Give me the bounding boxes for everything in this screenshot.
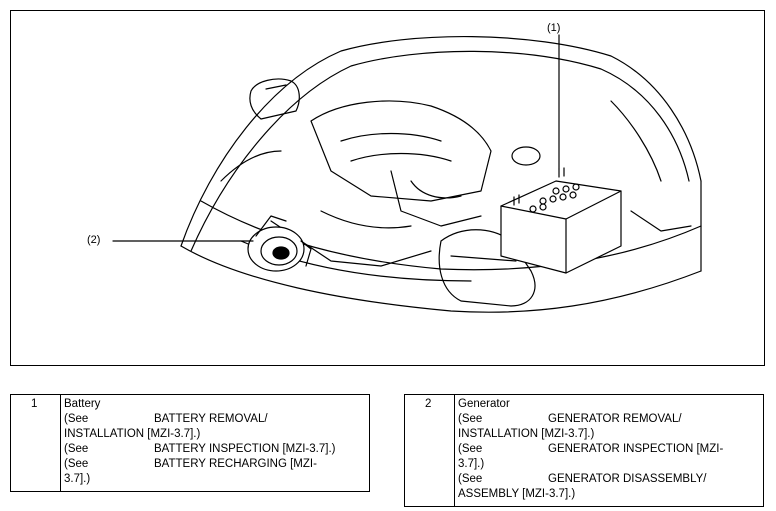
legend-ref-cont: 3.7].)	[64, 473, 91, 485]
legend-title: Generator	[458, 398, 510, 410]
engine-bay-illustration: (1) (2)	[10, 10, 765, 366]
air-duct	[438, 229, 536, 307]
legend-ref-cont: 3.7].)	[458, 458, 485, 470]
legend-ref-cont: ASSEMBLY [MZI-3.7].)	[458, 488, 576, 500]
fluid-cap	[511, 146, 541, 166]
fender-outline	[180, 245, 702, 313]
legend-number: 2	[404, 394, 455, 507]
legend-ref-cont: INSTALLATION [MZI-3.7].)	[458, 428, 595, 440]
callout-2: (2)	[87, 234, 101, 246]
legend-ref-cont: INSTALLATION [MZI-3.7].)	[64, 428, 201, 440]
legend-number: 1	[10, 394, 61, 492]
generator-drawing	[247, 215, 312, 272]
engine-cover	[310, 100, 492, 202]
legend-title: Battery	[64, 398, 101, 410]
battery-drawing	[500, 180, 622, 274]
reservoir-tank	[249, 78, 300, 120]
callout-1: (1)	[547, 22, 561, 34]
hood-outline	[180, 35, 702, 247]
engine-bay-drawing	[112, 34, 702, 313]
